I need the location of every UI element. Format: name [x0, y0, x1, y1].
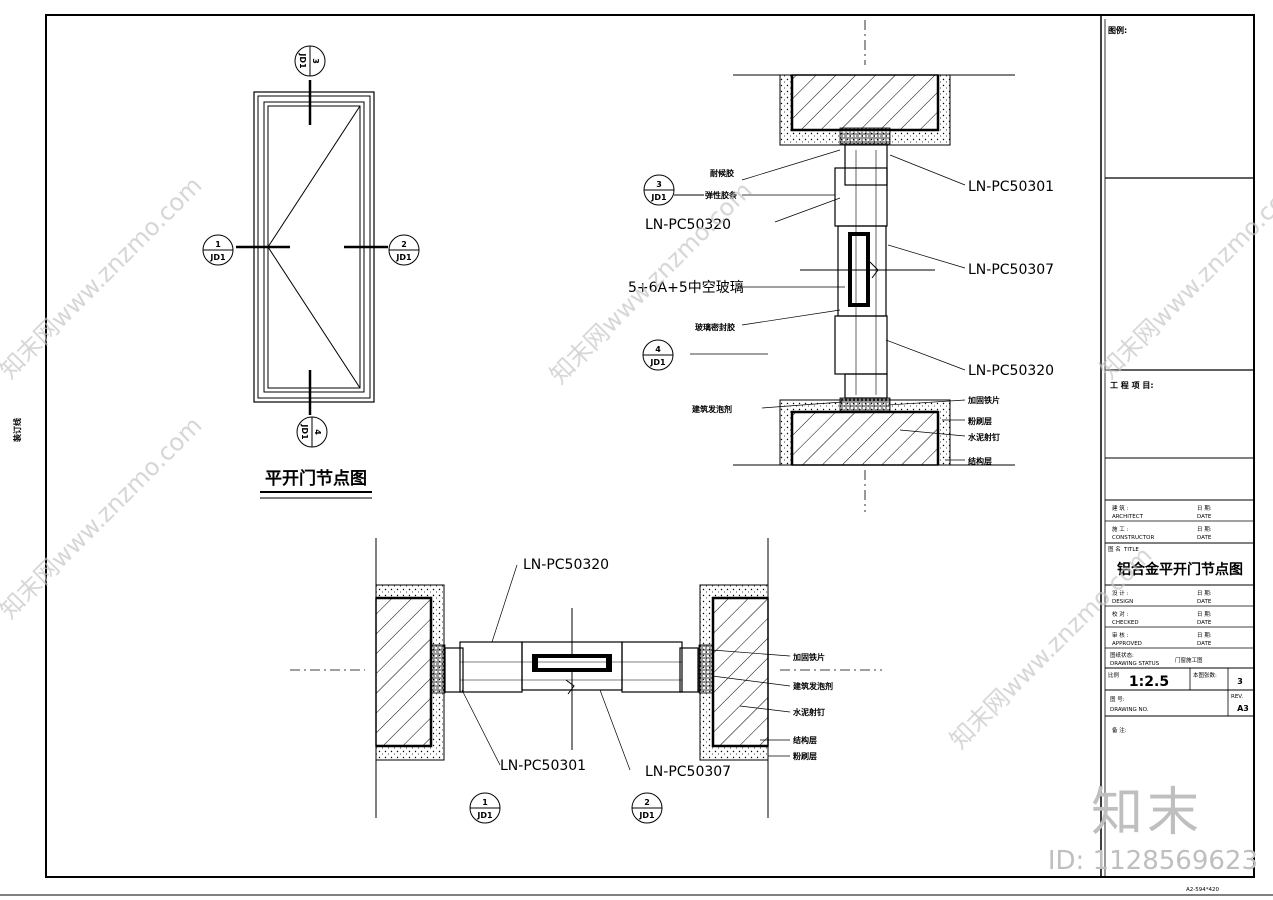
- callout-marker: 1 JD1: [202, 234, 234, 266]
- watermark-diagonal: 知末网www.znzmo.com: [0, 171, 207, 384]
- callout-marker: 3 JD1: [643, 174, 704, 206]
- tb-architect-cn: 建 筑 :: [1112, 504, 1128, 512]
- callout-number: 4: [313, 429, 322, 435]
- tb-date-en: DATE: [1197, 599, 1212, 605]
- tb-design-cn: 设 计 :: [1112, 589, 1128, 597]
- tb-project: 工 程 项 目:: [1110, 380, 1154, 390]
- tb-date-cn: 日 期:: [1197, 505, 1212, 512]
- callout-number: 2: [401, 240, 407, 249]
- vsec-label-glass: 5+6A+5中空玻璃: [628, 279, 744, 296]
- callout-number: 4: [655, 345, 661, 354]
- vsec-label-profile-left: LN-PC50320: [645, 217, 731, 233]
- sheet-border: [45, 14, 1255, 878]
- tb-date-en: DATE: [1197, 641, 1212, 647]
- callout-ref: JD1: [298, 52, 307, 69]
- tb-date-en: DATE: [1197, 535, 1212, 541]
- hsec-label-plaster: 粉刷层: [793, 751, 817, 761]
- tb-constructor-en: CONSTRUCTOR: [1112, 535, 1155, 541]
- callout-marker: 1 JD1: [469, 792, 501, 824]
- tb-rev-label: REV.: [1231, 694, 1243, 700]
- binding-text: 装订线: [12, 418, 22, 443]
- callout-number: 1: [215, 240, 221, 249]
- tb-status-value: 门窗施工图: [1175, 656, 1203, 664]
- tb-title-en: TITLE: [1123, 547, 1139, 553]
- callout-ref: JD1: [209, 253, 226, 262]
- callout-ref: JD1: [476, 811, 493, 820]
- horizontal-section: [290, 538, 882, 818]
- callout-ref: JD1: [649, 358, 666, 367]
- tb-remark: 备 注:: [1112, 726, 1127, 734]
- tb-date-en: DATE: [1197, 514, 1212, 520]
- vsec-label-profile-bottom: LN-PC50320: [968, 363, 1054, 379]
- hsec-label-nail: 水泥射钉: [792, 707, 825, 717]
- watermark-diagonal: 知末网www.znzmo.com: [1094, 171, 1273, 384]
- callout-marker: 4 JD1: [296, 416, 328, 448]
- tb-date-cn: 日 期:: [1197, 632, 1212, 639]
- hsec-label-profile-top: LN-PC50320: [523, 557, 609, 573]
- callout-ref: JD1: [650, 193, 667, 202]
- vsec-label-gasket: 弹性胶条: [705, 190, 738, 200]
- tb-title-cn: 图 名: [1108, 545, 1121, 553]
- vertical-section: [690, 20, 1015, 512]
- callout-number: 2: [644, 798, 650, 807]
- hsec-label-profile-left: LN-PC50301: [500, 758, 586, 774]
- hsec-label-structure: 结构层: [793, 735, 817, 745]
- tb-approved-cn: 审 核 :: [1112, 631, 1128, 639]
- tb-scale-value: 1:2.5: [1129, 674, 1169, 690]
- watermark-diagonal: 知末网www.znzmo.com: [0, 411, 207, 624]
- vsec-label-profile-top: LN-PC50301: [968, 179, 1054, 195]
- callout-marker: 4 JD1: [642, 339, 674, 371]
- drawing-title: 平开门节点图: [265, 468, 367, 489]
- tb-checked-en: CHECKED: [1112, 620, 1139, 626]
- callout-number: 3: [311, 58, 320, 64]
- tb-date-cn: 日 期:: [1197, 611, 1212, 618]
- hsec-label-foam: 建筑发泡剂: [792, 681, 833, 691]
- tb-drawing-no-cn: 图 号:: [1110, 695, 1125, 703]
- tb-drawing-title: 铝合金平开门节点图: [1117, 561, 1243, 578]
- tb-count-value: 3: [1237, 677, 1243, 686]
- tb-architect-en: ARCHITECT: [1112, 514, 1144, 520]
- sheet-size-label: A2-594*420: [1186, 887, 1219, 893]
- callout-marker: 3 JD1: [294, 45, 326, 77]
- tb-date-en: DATE: [1197, 620, 1212, 626]
- tb-scale-cn: 比例: [1108, 671, 1120, 679]
- tb-checked-cn: 校 对 :: [1112, 610, 1128, 618]
- vsec-label-glass-sealant: 玻璃密封胶: [695, 322, 735, 332]
- tb-date-cn: 日 期:: [1197, 590, 1212, 597]
- vsec-label-structure: 结构层: [968, 456, 992, 466]
- hsec-label-profile-right: LN-PC50307: [645, 764, 731, 780]
- callout-ref: JD1: [395, 253, 412, 262]
- vsec-label-foam: 建筑发泡剂: [691, 404, 732, 414]
- tb-legend: 图例:: [1108, 25, 1127, 35]
- callout-marker: 2 JD1: [631, 792, 663, 824]
- tb-design-en: DESIGN: [1112, 599, 1133, 605]
- tb-approved-en: APPROVED: [1112, 641, 1142, 647]
- tb-date-cn: 日 期:: [1197, 526, 1212, 533]
- tb-count-cn: 本图张数:: [1193, 671, 1217, 679]
- callout-ref: JD1: [638, 811, 655, 820]
- vsec-label-profile-mid: LN-PC50307: [968, 262, 1054, 278]
- watermark-logo: 知末: [1090, 783, 1203, 843]
- vsec-label-nail: 水泥射钉: [967, 432, 1000, 442]
- tb-constructor-cn: 施 工 :: [1112, 525, 1128, 533]
- watermark-id: ID: 1128569623: [1047, 846, 1258, 876]
- title-block: [1100, 15, 1254, 877]
- callout-number: 3: [656, 180, 662, 189]
- hsec-label-steel-plate: 加固铁片: [792, 652, 825, 662]
- door-elevation: [236, 80, 388, 415]
- tb-status-en: DRAWING STATUS: [1110, 661, 1160, 667]
- tb-drawing-no-en: DRAWING NO.: [1110, 707, 1149, 713]
- callout-number: 1: [482, 798, 488, 807]
- callout-ref: JD1: [300, 423, 309, 440]
- vsec-label-plaster: 粉刷层: [968, 416, 992, 426]
- diagonal-watermarks: 知末网www.znzmo.com 知末网www.znzmo.com 知末网www…: [0, 171, 1273, 754]
- vsec-label-steel-plate: 加固铁片: [967, 395, 1000, 405]
- tb-rev-value: A3: [1237, 704, 1249, 713]
- tb-status-cn: 图纸状态:: [1110, 651, 1134, 659]
- vsec-label-sealant: 耐候胶: [710, 168, 734, 178]
- callout-marker: 2 JD1: [388, 234, 420, 266]
